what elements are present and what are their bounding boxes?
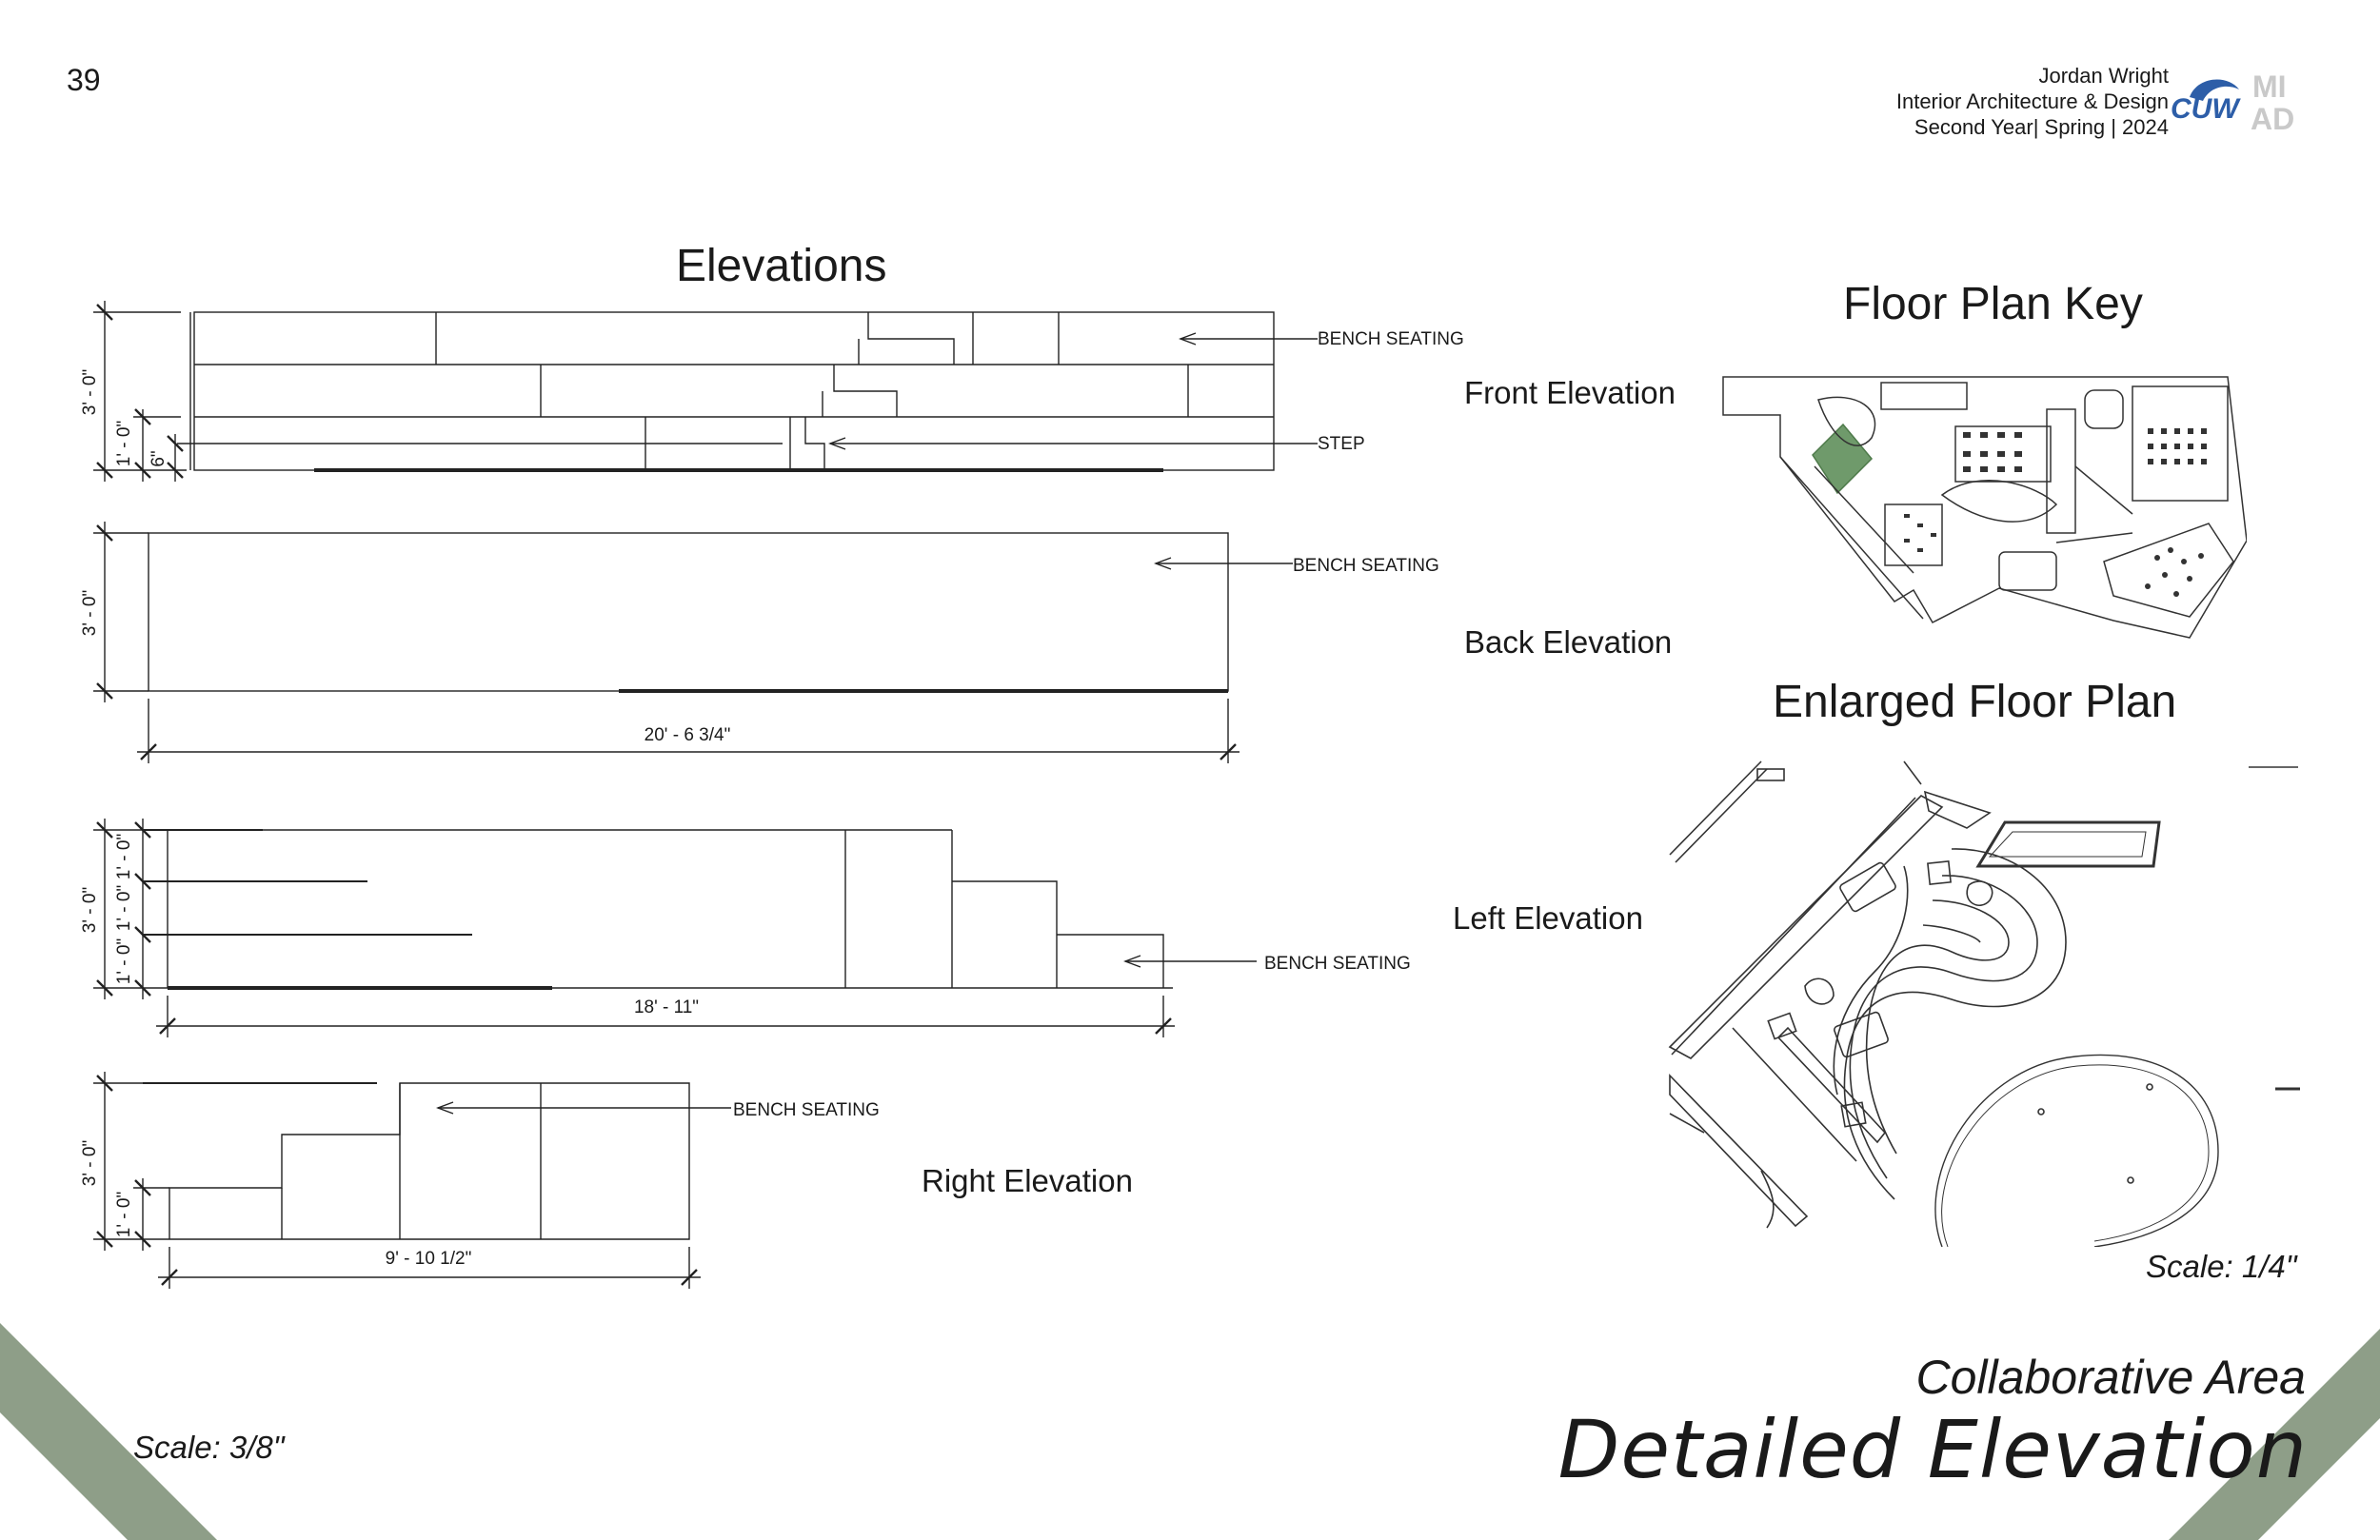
footer-title: Detailed Elevation: [1557, 1403, 2308, 1496]
round-rug: [1934, 1054, 2219, 1247]
right-note-bench: BENCH SEATING: [733, 1100, 880, 1120]
left-elevation-drawing: [93, 819, 1257, 1037]
footer-subtitle: Collaborative Area: [1915, 1351, 2306, 1404]
back-elevation-label: Back Elevation: [1464, 624, 1673, 660]
author-info: Jordan Wright Interior Architecture & De…: [1896, 63, 2169, 140]
right-dim-step: 1' - 0": [114, 1192, 134, 1237]
elevation-scale: Scale: 3/8": [133, 1430, 285, 1465]
author-name: Jordan Wright: [2038, 64, 2169, 88]
building-outline: [1722, 376, 2247, 639]
front-elevation-drawing: [93, 301, 1318, 482]
left-note-bench: BENCH SEATING: [1264, 954, 1411, 974]
miad-logo-top: MI: [2252, 69, 2287, 104]
left-dim-height: 3' - 0": [80, 887, 100, 933]
green-band-bottom-right: [2169, 1329, 2380, 1540]
enlarged-floor-plan-title: Enlarged Floor Plan: [1773, 677, 2177, 727]
left-dim-step-3: 1' - 0": [114, 938, 134, 984]
floor-plan-key-title: Floor Plan Key: [1843, 279, 2143, 329]
right-dim-height: 3' - 0": [80, 1140, 100, 1186]
curved-bench-outer: [1843, 848, 2067, 1200]
curved-bench-inner: [1865, 899, 2010, 1155]
right-dim-width: 9' - 10 1/2": [386, 1249, 472, 1269]
curved-bench-mid: [1849, 875, 2038, 1179]
wall-partition: [1668, 795, 1944, 1059]
left-dim-step-1: 1' - 0": [114, 834, 134, 879]
right-elevation-label: Right Elevation: [922, 1163, 1133, 1198]
front-dim-small: 6": [149, 450, 169, 466]
back-elevation-drawing: [93, 522, 1293, 763]
front-note-step: STEP: [1318, 434, 1365, 454]
back-dim-height: 3' - 0": [80, 590, 100, 636]
enlarged-floor-plan-drawing: [1668, 760, 2300, 1247]
cuw-logo-text: CUW: [2171, 93, 2241, 125]
planter-bar: [1975, 820, 2161, 868]
back-note-bench: BENCH SEATING: [1293, 556, 1439, 576]
miad-logo-bottom: AD: [2251, 102, 2294, 136]
front-elevation-label: Front Elevation: [1464, 375, 1676, 410]
left-dim-width: 18' - 11": [634, 997, 699, 1017]
wall-right: [1923, 790, 1992, 829]
green-band-bottom-left: [0, 1323, 217, 1540]
cuw-logo-icon: [2190, 79, 2239, 101]
school-logos: CUW MI AD: [2171, 69, 2294, 136]
collaborative-area-highlight: [1812, 423, 1874, 495]
left-elevation-label: Left Elevation: [1453, 900, 1643, 936]
page-number: 39: [67, 63, 101, 97]
front-dim-mid: 1' - 0": [114, 421, 134, 466]
right-elevation-drawing: [93, 1072, 731, 1289]
floor-plan-key-drawing: [1722, 376, 2247, 639]
program-name: Interior Architecture & Design: [1895, 89, 2169, 113]
left-dim-step-2: 1' - 0": [114, 885, 134, 931]
elevation-drawings: 3' - 0" 1' - 0" 6" BENCH SEATING STEP 3'…: [80, 301, 1464, 1289]
desk-grid: [1904, 428, 2207, 597]
back-dim-width: 20' - 6 3/4": [645, 725, 731, 745]
term-info: Second Year| Spring | 2024: [1914, 115, 2169, 139]
front-note-bench: BENCH SEATING: [1318, 329, 1464, 349]
elevations-title: Elevations: [676, 241, 887, 291]
plan-scale: Scale: 1/4": [2146, 1249, 2297, 1284]
front-dim-total: 3' - 0": [80, 369, 100, 415]
